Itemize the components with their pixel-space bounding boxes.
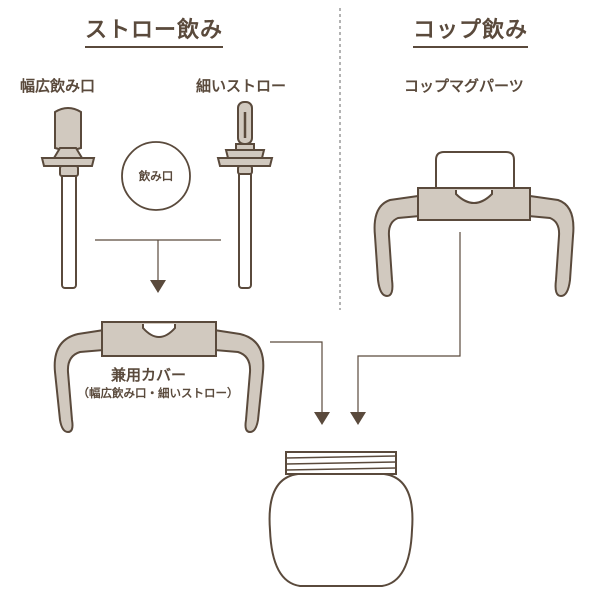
arrow-head [350, 412, 366, 425]
cup-mug-parts-illustration [373, 151, 575, 298]
straw-section-title: ストロー飲み [85, 18, 224, 48]
thin-straw-label: 細いストロー [196, 77, 287, 95]
connector-line [357, 232, 461, 412]
spout-circle [121, 141, 191, 211]
arrow-head [150, 280, 166, 293]
shared-cover-illustration [53, 321, 265, 434]
connector-line [270, 341, 323, 412]
arrow-head [314, 412, 330, 425]
wide-spout-label: 幅広飲み口 [20, 77, 96, 95]
shared-cover-note: （幅広飲み口・細いストロー） [77, 386, 239, 400]
cup-body-illustration [268, 451, 414, 587]
shared-cover-label: 兼用カバー [111, 366, 187, 384]
wide-spout-illustration [40, 107, 96, 289]
cup-mug-parts-label: コップマグパーツ [404, 77, 524, 95]
cup-section-title: コップ飲み [413, 18, 529, 48]
spout-circle-label: 飲み口 [138, 169, 174, 183]
thin-straw-illustration [216, 101, 274, 289]
